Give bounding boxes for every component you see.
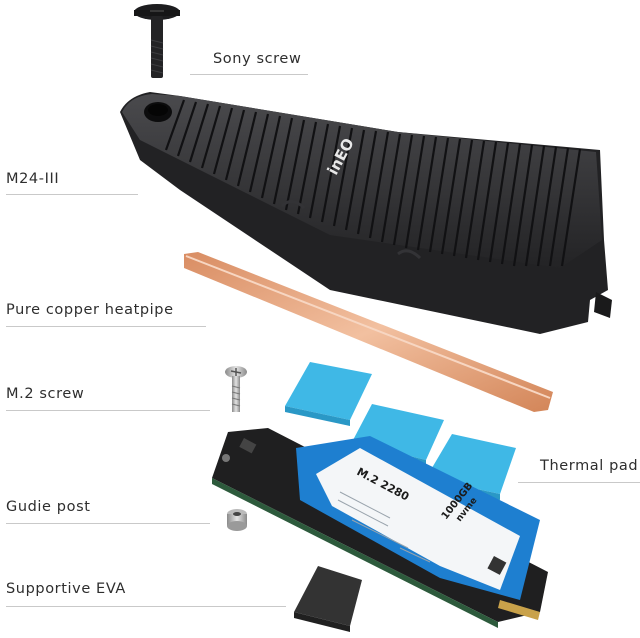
label-sony-screw: Sony screw [213, 51, 302, 67]
m2-ssd: M.2 2280 1000GB nvme [212, 428, 548, 628]
label-eva: Supportive EVA [6, 581, 126, 597]
leader-line-thermal-pad [518, 482, 640, 483]
label-guide-post: Gudie post [6, 499, 91, 515]
eva-pad-icon [294, 566, 362, 632]
leader-line-heatsink [6, 194, 138, 195]
leader-line-eva [6, 606, 286, 607]
copper-heatpipe [184, 252, 553, 412]
heatsink-fins [164, 99, 582, 267]
label-thermal-pad: Thermal pad [540, 458, 639, 474]
leader-line-sony-screw [190, 74, 308, 75]
heatsink-m24-iii: inEO [120, 92, 612, 334]
label-heatpipe: Pure copper heatpipe [6, 302, 174, 318]
ssd-fine-print [337, 491, 431, 563]
leader-line-guide-post [6, 523, 210, 524]
label-m2-screw: M.2 screw [6, 386, 85, 402]
sony-screw-icon [134, 4, 180, 78]
thermal-pad-icon [285, 362, 372, 426]
label-heatsink: M24-III [6, 171, 60, 187]
leader-line-m2-screw [6, 410, 210, 411]
m2-screw-icon [225, 366, 247, 412]
leader-line-heatpipe [6, 326, 206, 327]
guide-post-icon [227, 509, 247, 531]
